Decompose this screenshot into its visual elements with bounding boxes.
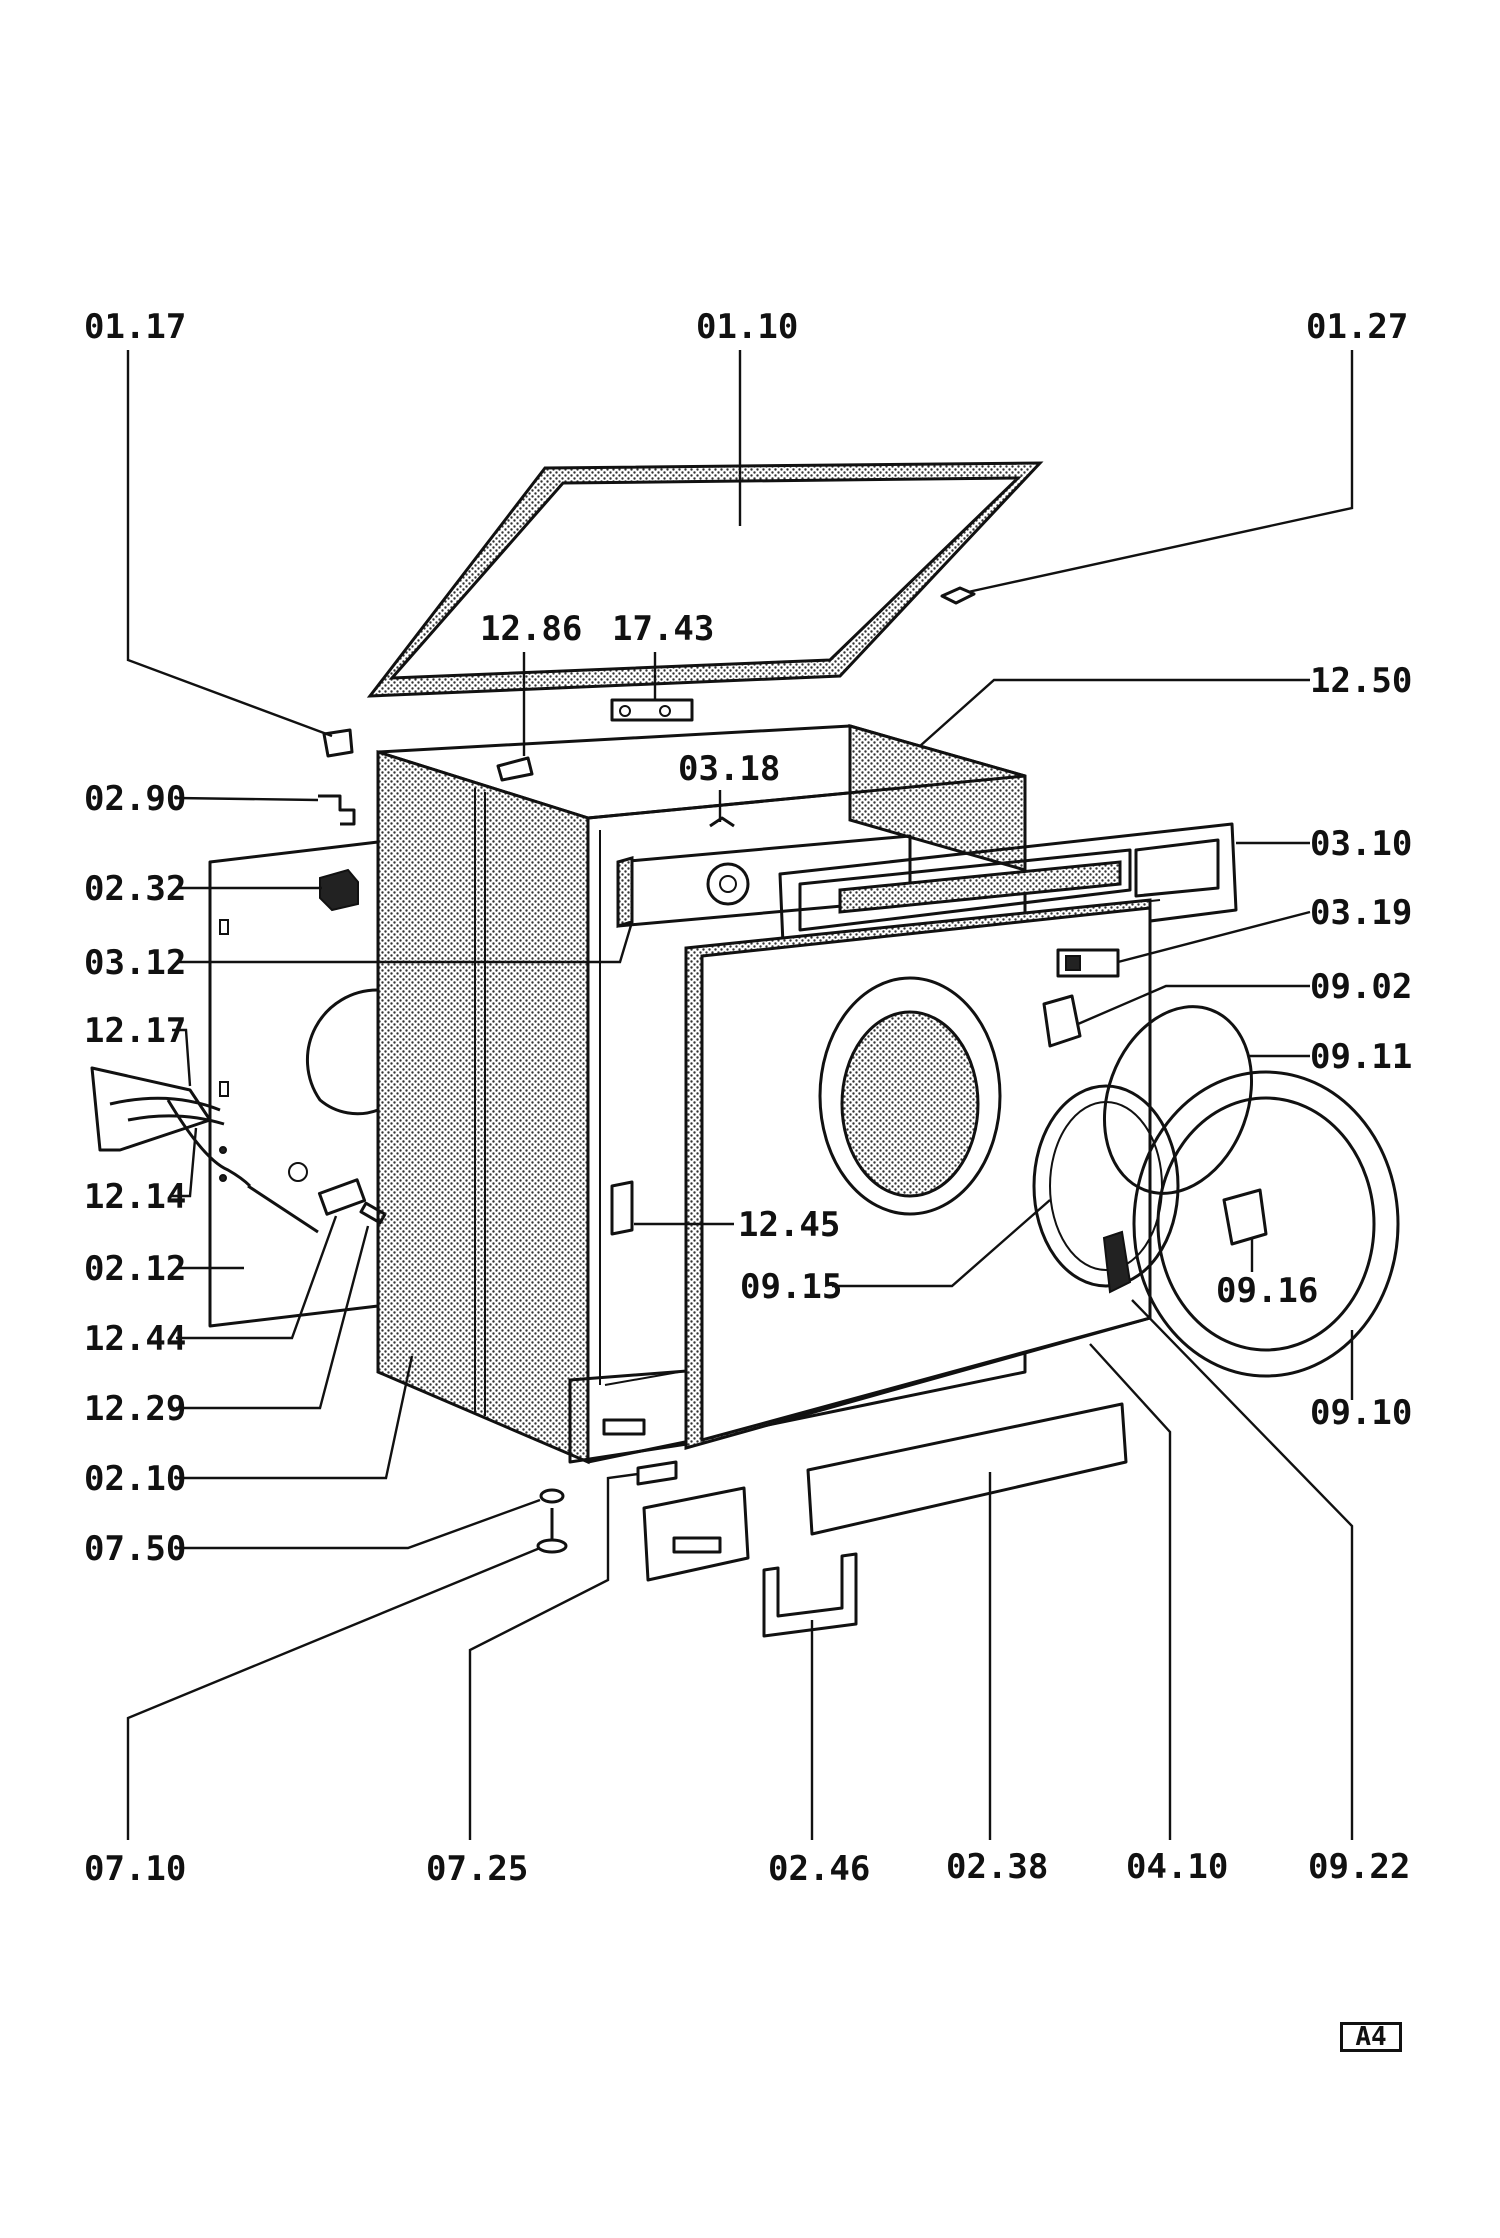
bush-part (317, 1178, 367, 1216)
leader-0710 (126, 1546, 541, 1840)
callout-0910: 09.10 (1310, 1393, 1412, 1433)
callout-1244: 12.44 (84, 1319, 186, 1359)
callout-0710: 07.10 (84, 1849, 186, 1889)
leader-0319 (1117, 910, 1311, 964)
latch-part (610, 698, 694, 722)
callout-0246: 02.46 (768, 1849, 870, 1889)
callout-0318: 03.18 (678, 749, 780, 789)
cable-part (166, 1099, 252, 1188)
callout-0310: 03.10 (1310, 824, 1412, 864)
callout-0911: 09.11 (1310, 1037, 1412, 1077)
switch-part (1056, 948, 1120, 978)
pin-part (359, 1201, 387, 1225)
block-part (319, 868, 359, 912)
front-panel-part (684, 898, 1152, 1450)
leader-1229 (176, 1225, 370, 1410)
page-tag: A4 (1355, 2022, 1387, 2052)
small-plate-part (636, 1460, 678, 1486)
callout-0410: 04.10 (1126, 1847, 1228, 1887)
back-panel-part (208, 840, 380, 1328)
top-lid-part (366, 461, 1044, 698)
callout-0212: 02.12 (84, 1249, 186, 1289)
fascia-part (778, 822, 1238, 970)
callout-0902: 09.02 (1310, 967, 1412, 1007)
leader-1244 (176, 1215, 338, 1340)
leader-0902 (1077, 984, 1310, 1026)
leader-0725 (468, 1472, 639, 1840)
callout-0110: 01.10 (696, 307, 798, 347)
leader-1250 (919, 678, 1310, 747)
hose-bracket-part (90, 1066, 225, 1152)
page-tag-frame (1340, 2022, 1402, 2052)
door-latch-part (1042, 994, 1082, 1048)
leader-0290 (175, 796, 319, 802)
u-bracket-part (762, 1552, 858, 1638)
service-hatch-part (642, 1486, 750, 1582)
small-clip-part (709, 816, 735, 828)
leader-0312 (176, 921, 634, 964)
callout-1229: 12.29 (84, 1389, 186, 1429)
callout-1214: 12.14 (84, 1177, 186, 1217)
callout-1286: 12.86 (480, 609, 582, 649)
top-clip-left-part (322, 728, 354, 758)
callout-0922: 09.22 (1308, 1847, 1410, 1887)
leader-1217 (172, 1028, 192, 1087)
callout-0290: 02.90 (84, 779, 186, 819)
leader-0750 (176, 1498, 541, 1550)
rod-part (247, 1162, 319, 1234)
callout-0127: 01.27 (1306, 307, 1408, 347)
leader-0117 (126, 350, 333, 738)
control-panel-part (616, 834, 912, 928)
callout-0210: 02.10 (84, 1459, 186, 1499)
callout-1217: 12.17 (84, 1011, 186, 1051)
top-bracket-part (496, 756, 534, 782)
callout-0916: 09.16 (1216, 1271, 1318, 1311)
callout-0312: 03.12 (84, 943, 186, 983)
leader-0410 (1089, 1343, 1172, 1840)
callout-1743: 17.43 (612, 609, 714, 649)
callout-0117: 01.17 (84, 307, 186, 347)
side-clip-part (318, 794, 356, 826)
callout-0725: 07.25 (426, 1849, 528, 1889)
callout-0319: 03.19 (1310, 893, 1412, 933)
callout-0238: 02.38 (946, 1847, 1048, 1887)
door-ring-part (1132, 1070, 1400, 1378)
door-hinge-part (1102, 1230, 1132, 1294)
hinge-plate-part (1222, 1188, 1268, 1246)
cabinet-body (376, 724, 1027, 1465)
callout-1250: 12.50 (1310, 661, 1412, 701)
top-clip-right-part (940, 586, 976, 605)
callout-1245: 12.45 (738, 1205, 840, 1245)
seal-ring-part (1102, 1005, 1254, 1195)
leader-0127 (967, 350, 1354, 594)
leader-1214 (172, 1127, 198, 1198)
plinth-part (806, 1402, 1128, 1536)
lock-part (610, 1180, 634, 1236)
leader-0915 (832, 1199, 1051, 1288)
callout-0915: 09.15 (740, 1267, 842, 1307)
leader-0210 (176, 1355, 414, 1480)
callout-0232: 02.32 (84, 869, 186, 909)
foot-part (536, 1488, 568, 1554)
leader-0922 (1131, 1299, 1354, 1840)
callout-0750: 07.50 (84, 1529, 186, 1569)
